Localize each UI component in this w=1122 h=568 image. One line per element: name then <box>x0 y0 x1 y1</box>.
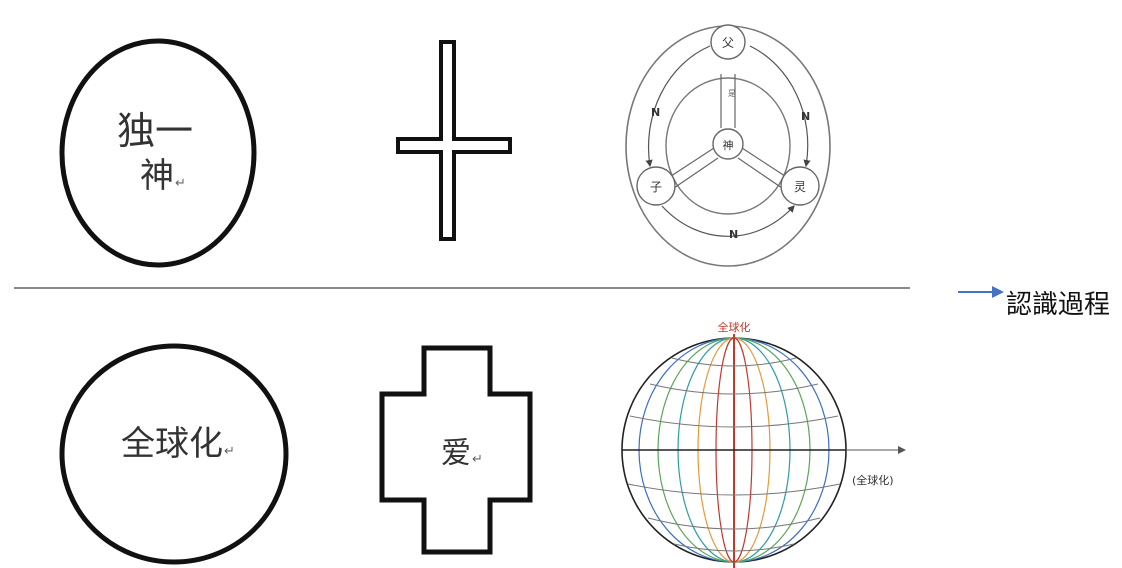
return-mark: ↵ <box>224 444 235 459</box>
globe-axis-label: (全球化) <box>852 473 894 487</box>
oval-text-bottom-word: 全球化 <box>121 424 223 464</box>
section-divider <box>14 287 910 289</box>
is-label: 是 <box>728 89 736 98</box>
oval-text-bottom: 全球化↵ <box>121 416 235 465</box>
return-mark: ↵ <box>175 176 186 191</box>
right-arrow-icon <box>958 285 1004 299</box>
oval-text-line1: 独一 <box>117 100 193 155</box>
trinity-diagram: 父 神 子 灵 是 N N N <box>622 16 836 272</box>
plus-text: 爱↵ <box>441 428 483 472</box>
node-father: 父 <box>722 36 734 50</box>
oval-text-line2: 神↵ <box>140 148 186 197</box>
globe-top-label: 全球化 <box>718 320 751 334</box>
node-spirit: 灵 <box>794 180 806 194</box>
oval-text-line2-word: 神 <box>140 156 174 196</box>
return-mark: ↵ <box>472 452 483 467</box>
not-label-bottom: N <box>729 228 738 241</box>
node-son: 子 <box>650 180 662 194</box>
globe-diagram: 全球化 (全球化) <box>612 318 912 568</box>
cross-shape <box>392 38 516 244</box>
not-label-right: N <box>801 110 810 123</box>
plus-text-word: 爱 <box>441 436 471 471</box>
not-label-left: N <box>651 106 660 119</box>
process-label: 認識過程 <box>1006 284 1110 321</box>
node-god: 神 <box>723 138 734 152</box>
